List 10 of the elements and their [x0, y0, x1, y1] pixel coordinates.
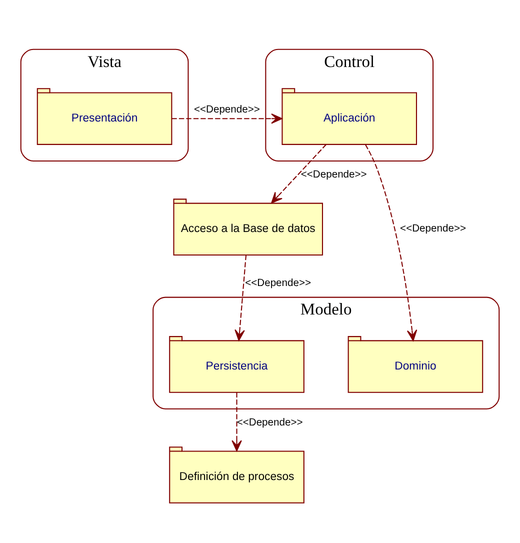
arrow [234, 254, 247, 340]
arrow [271, 144, 326, 203]
edge-label: <<Depende>> [236, 416, 303, 428]
arrow [232, 392, 242, 451]
edge-label: <<Depende>> [400, 223, 466, 234]
edge-label: <<Depende>> [300, 168, 367, 180]
arrow [365, 144, 418, 341]
arrow [172, 112, 282, 124]
edge-label: <<Depende>> [194, 104, 260, 115]
edge-label: <<Depende>> [245, 277, 312, 288]
